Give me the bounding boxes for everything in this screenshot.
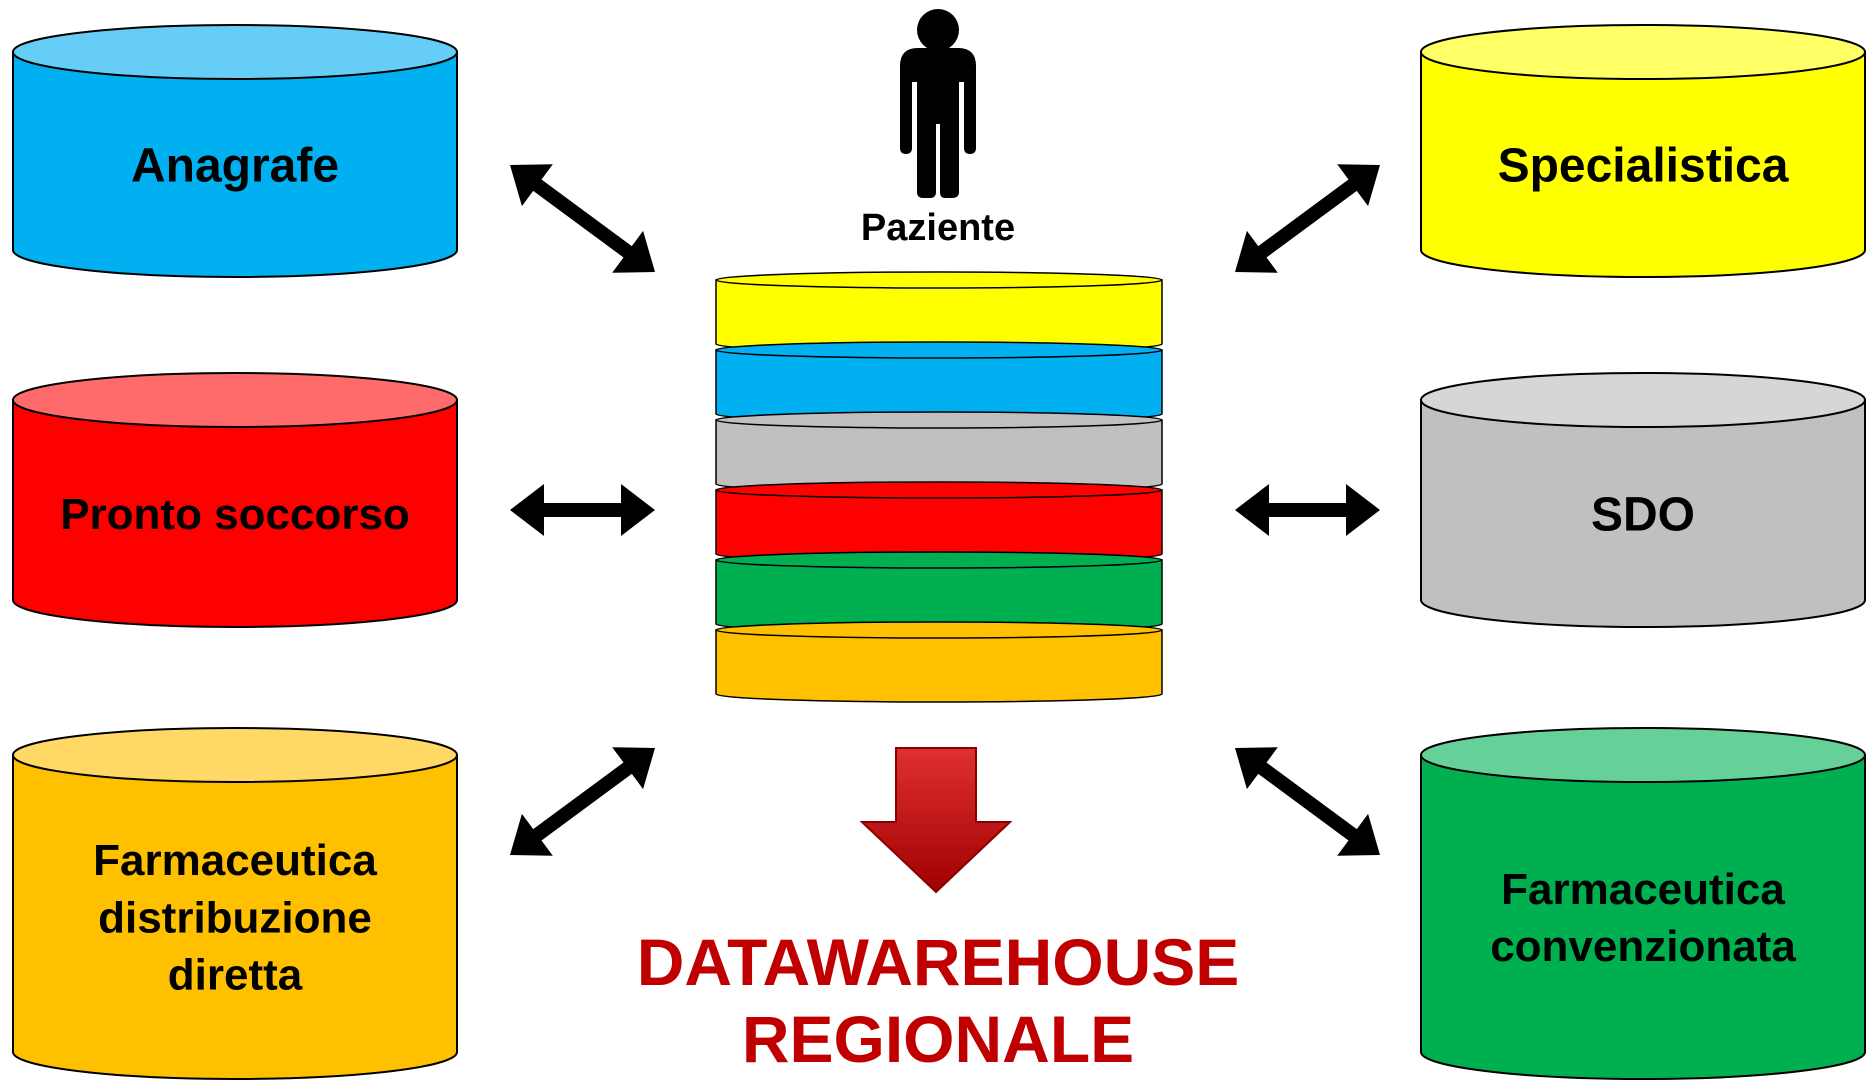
person-icon — [900, 9, 976, 198]
person-label: Paziente — [861, 207, 1015, 249]
database-label: convenzionata — [1490, 922, 1796, 971]
connector-arrow-farmaceutica-convenzionata — [1235, 747, 1380, 856]
stack-layer-specialistica — [715, 271, 1163, 353]
stack-layer-farmaceutica-diretta — [715, 621, 1163, 703]
database-label: Specialistica — [1498, 139, 1789, 192]
database-label: Farmaceutica — [1501, 865, 1785, 914]
database-label: Anagrafe — [131, 139, 339, 192]
warehouse-title-line-2: REGIONALE — [742, 1002, 1134, 1076]
database-farmaceutica-diretta: Farmaceutica distribuzione diretta — [12, 727, 458, 1080]
stack-layer-anagrafe — [715, 341, 1163, 423]
database-label: SDO — [1591, 488, 1695, 541]
database-label: distribuzione — [98, 893, 372, 942]
database-pronto-soccorso: Pronto soccorso — [12, 372, 458, 628]
connector-arrows — [510, 164, 1380, 856]
database-farmaceutica-convenzionata: Farmaceutica convenzionata — [1420, 727, 1866, 1080]
database-label: diretta — [168, 951, 303, 1000]
warehouse-title-line-1: DATAWAREHOUSE — [637, 925, 1240, 999]
database-label: Pronto soccorso — [60, 490, 410, 539]
connector-arrow-farmaceutica-diretta — [510, 747, 655, 856]
stack-layer-pronto-soccorso — [715, 481, 1163, 563]
database-specialistica: Specialistica — [1420, 24, 1866, 278]
connector-arrow-specialistica — [1235, 164, 1380, 273]
database-sdo: SDO — [1420, 372, 1866, 628]
stack-layer-farmaceutica-convenzionata — [715, 551, 1163, 633]
stack-layer-sdo — [715, 411, 1163, 493]
connector-arrow-sdo — [1235, 484, 1380, 536]
down-arrow-icon — [859, 747, 1013, 894]
database-label: Farmaceutica — [93, 836, 377, 885]
central-data-stack — [715, 271, 1163, 703]
connector-arrow-pronto-soccorso — [510, 484, 655, 536]
database-anagrafe: Anagrafe — [12, 24, 458, 278]
connector-arrow-anagrafe — [510, 164, 655, 273]
